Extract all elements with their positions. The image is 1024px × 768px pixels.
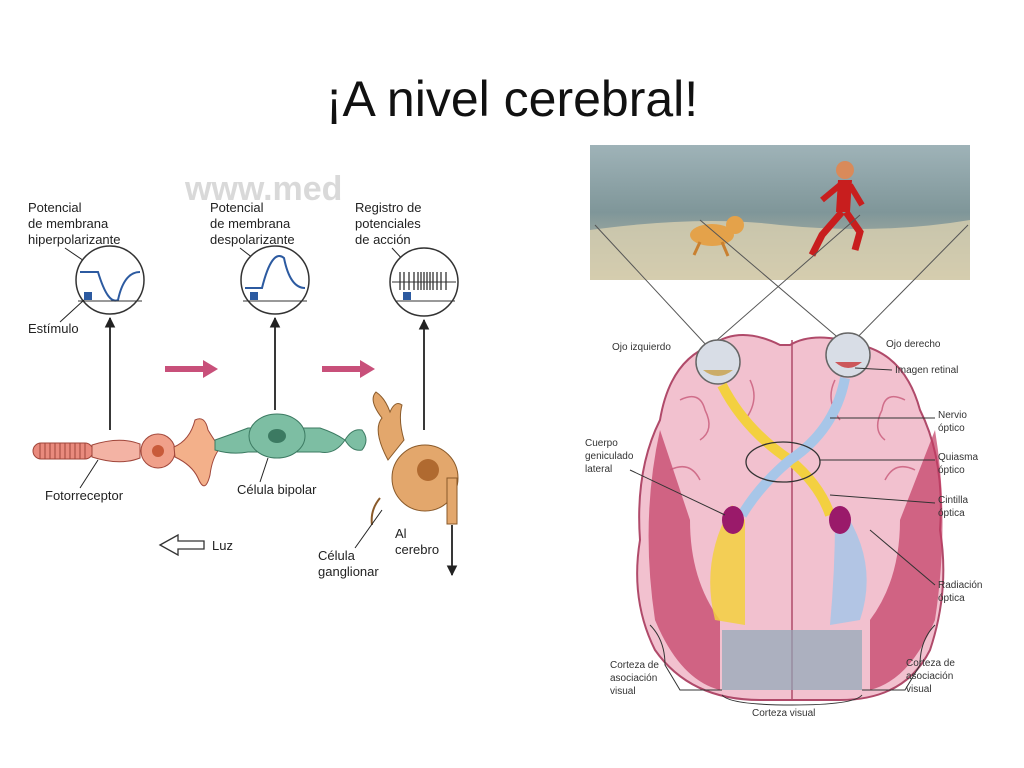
label-cuerpo-1: Cuerpo (585, 438, 618, 449)
scene-image (590, 145, 970, 280)
label-cuerpo-2: geniculado (585, 451, 634, 462)
label-luz: Luz (212, 538, 233, 553)
scope-hyper (64, 245, 145, 315)
photoreceptor-cell (32, 418, 221, 487)
label-corteza-der-1: Corteza de (906, 658, 955, 669)
label-corteza-izq-1: Corteza de (610, 660, 659, 671)
label-al-cerebro-2: cerebro (395, 542, 439, 557)
label-cuerpo-3: lateral (585, 464, 612, 475)
label-al-cerebro-1: Al (395, 526, 407, 541)
dog-figure (690, 216, 744, 257)
label-registro-3: de acción (355, 232, 411, 247)
label-ojo-der: Ojo derecho (886, 339, 941, 350)
retina-diagram: www.med Potencial de membrana hiperpolar… (28, 170, 459, 579)
label-cintilla-1: Cintilla (938, 495, 968, 506)
label-corteza-der-2: asociación (906, 671, 953, 682)
bipolar-cell (214, 413, 367, 459)
label-corteza-izq-2: asociación (610, 673, 657, 684)
ganglion-cell (370, 391, 459, 526)
label-nervio-2: óptico (938, 423, 965, 434)
label-fotorreceptor: Fotorreceptor (45, 488, 124, 503)
label-corteza-visual: Corteza visual (752, 708, 815, 719)
left-eye (695, 339, 741, 385)
scope-registro (389, 247, 459, 317)
label-estimulo: Estímulo (28, 321, 79, 336)
label-depol-2: de membrana (210, 216, 291, 231)
label-quiasma-1: Quiasma (938, 452, 978, 463)
label-depol-1: Potencial (210, 200, 264, 215)
watermark: www.med (184, 170, 342, 208)
lgn-left (722, 506, 744, 534)
brain-diagram: Ojo izquierdo Ojo derecho Imagen retinal… (585, 145, 982, 719)
light-arrow (158, 533, 205, 557)
label-registro-1: Registro de (355, 200, 421, 215)
flow-arrow-1 (165, 360, 218, 378)
label-nervio-1: Nervio (938, 410, 967, 421)
label-imagen-retinal: Imagen retinal (895, 365, 958, 376)
label-bipolar: Célula bipolar (237, 482, 317, 497)
label-corteza-izq-3: visual (610, 686, 636, 697)
scope-depol (239, 245, 310, 315)
lgn-right (829, 506, 851, 534)
label-quiasma-2: óptico (938, 465, 965, 476)
runner-figure (808, 161, 865, 257)
label-radiacion-2: óptica (938, 593, 965, 604)
label-ganglionar-2: ganglionar (318, 564, 379, 579)
flow-arrow-2 (322, 360, 375, 378)
label-hyper-2: de membrana (28, 216, 109, 231)
label-ojo-izq: Ojo izquierdo (612, 342, 671, 353)
label-hyper-3: hiperpolarizante (28, 232, 121, 247)
label-hyper-1: Potencial (28, 200, 82, 215)
label-depol-3: despolarizante (210, 232, 295, 247)
label-cintilla-2: óptica (938, 508, 965, 519)
label-radiacion-1: Radiación (938, 580, 982, 591)
right-eye (825, 332, 871, 378)
label-corteza-der-3: visual (906, 684, 932, 695)
label-ganglionar-1: Célula (318, 548, 356, 563)
label-registro-2: potenciales (355, 216, 421, 231)
slide-title: ¡A nivel cerebral! (325, 71, 699, 127)
